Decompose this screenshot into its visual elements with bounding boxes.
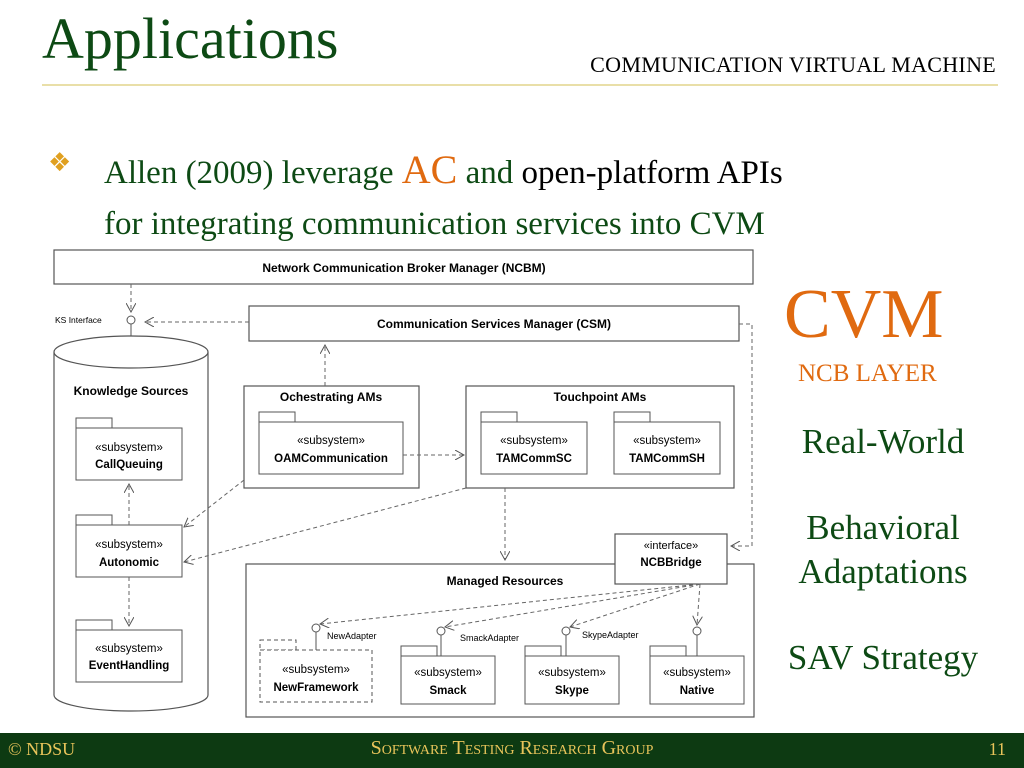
new-adapter-icon [311, 623, 321, 633]
ncb-bridge-box [614, 533, 728, 585]
native-box [649, 655, 745, 705]
side-item-behavioral-line1: Behavioral [806, 508, 960, 547]
tam-sc-stereotype: «subsystem» [500, 435, 568, 447]
skype-box [524, 655, 620, 705]
bullet-line2: for integrating communication services i… [104, 206, 765, 242]
ks-interface-label: KS Interface [55, 315, 102, 325]
new-adapter-label: NewAdapter [327, 631, 377, 641]
oam-stereotype: «subsystem» [297, 435, 365, 447]
autonomic-stereotype: «subsystem» [95, 539, 163, 551]
event-handling-box [75, 629, 183, 683]
side-item-behavioral-line2: Adaptations [798, 551, 968, 591]
cvm-heading: CVM [784, 276, 944, 353]
autonomic-label: Autonomic [99, 557, 160, 569]
tam-sc-label: TAMCommSC [496, 453, 572, 465]
title-divider [42, 84, 998, 86]
new-framework-label: NewFramework [273, 682, 359, 694]
ncbm-box [53, 249, 754, 285]
bullet-before: Allen (2009) leverage [104, 155, 402, 191]
bullet-middle: and [457, 155, 522, 191]
smack-label: Smack [429, 685, 467, 697]
skype-adapter-icon [561, 626, 571, 636]
tam-sh-stereotype: «subsystem» [633, 435, 701, 447]
page-title: Applications [42, 6, 339, 71]
footer-copyright: © NDSU [8, 739, 76, 759]
bullet-highlight-ac: AC [401, 147, 458, 192]
page-subtitle: COMMUNICATION VIRTUAL MACHINE [590, 52, 996, 77]
knowledge-sources-label: Knowledge Sources [74, 384, 189, 398]
side-item-real-world: Real-World [801, 422, 965, 461]
smack-stereotype: «subsystem» [414, 667, 482, 679]
side-item-sav-strategy: SAV Strategy [787, 638, 979, 677]
native-label: Native [680, 685, 715, 697]
tam-sh-label: TAMCommSH [629, 453, 705, 465]
ncb-bridge-stereotype: «interface» [644, 540, 698, 552]
tam-sh-box [613, 421, 721, 475]
native-adapter-icon [692, 626, 702, 636]
tam-sc-box [480, 421, 588, 475]
event-handling-label: EventHandling [89, 660, 170, 672]
bullet-text: Allen (2009) leverage AC and open-platfo… [104, 140, 1004, 250]
csm-box [248, 305, 740, 342]
skype-label: Skype [555, 685, 589, 697]
footer-bar: © NDSU Software Testing Research Group 1… [0, 733, 1024, 768]
footer-page-number: 11 [988, 739, 1006, 759]
managed-resources-label: Managed Resources [447, 574, 564, 588]
smack-adapter-icon [436, 626, 446, 636]
orchestrating-ams-label: Ochestrating AMs [280, 390, 383, 404]
bullet-strong: open-platform APIs [521, 155, 783, 191]
csm-label: Communication Services Manager (CSM) [377, 317, 611, 331]
oam-label: OAMCommunication [274, 453, 388, 465]
smack-box [400, 655, 496, 705]
ncb-bridge-label: NCBBridge [640, 557, 701, 569]
oam-box [258, 421, 404, 475]
skype-stereotype: «subsystem» [538, 667, 606, 679]
call-queuing-box [75, 427, 183, 481]
ncb-layer-label: NCB LAYER [798, 360, 937, 387]
event-handling-stereotype: «subsystem» [95, 643, 163, 655]
native-stereotype: «subsystem» [663, 667, 731, 679]
touchpoint-ams-label: Touchpoint AMs [554, 390, 647, 404]
side-item-behavioral: Behavioral Adaptations [758, 506, 1008, 594]
ks-interface-icon [126, 315, 136, 325]
new-framework-box [259, 649, 373, 703]
autonomic-box [75, 524, 183, 578]
ncbm-label: Network Communication Broker Manager (NC… [262, 261, 545, 275]
smack-adapter-label: SmackAdapter [460, 633, 519, 643]
new-framework-stereotype: «subsystem» [282, 664, 350, 676]
skype-adapter-label: SkypeAdapter [582, 630, 639, 640]
diamond-bullet-icon: ❖ [48, 148, 72, 178]
call-queuing-stereotype: «subsystem» [95, 442, 163, 454]
footer-group-name: Software Testing Research Group [370, 737, 654, 759]
call-queuing-label: CallQueuing [95, 459, 163, 471]
